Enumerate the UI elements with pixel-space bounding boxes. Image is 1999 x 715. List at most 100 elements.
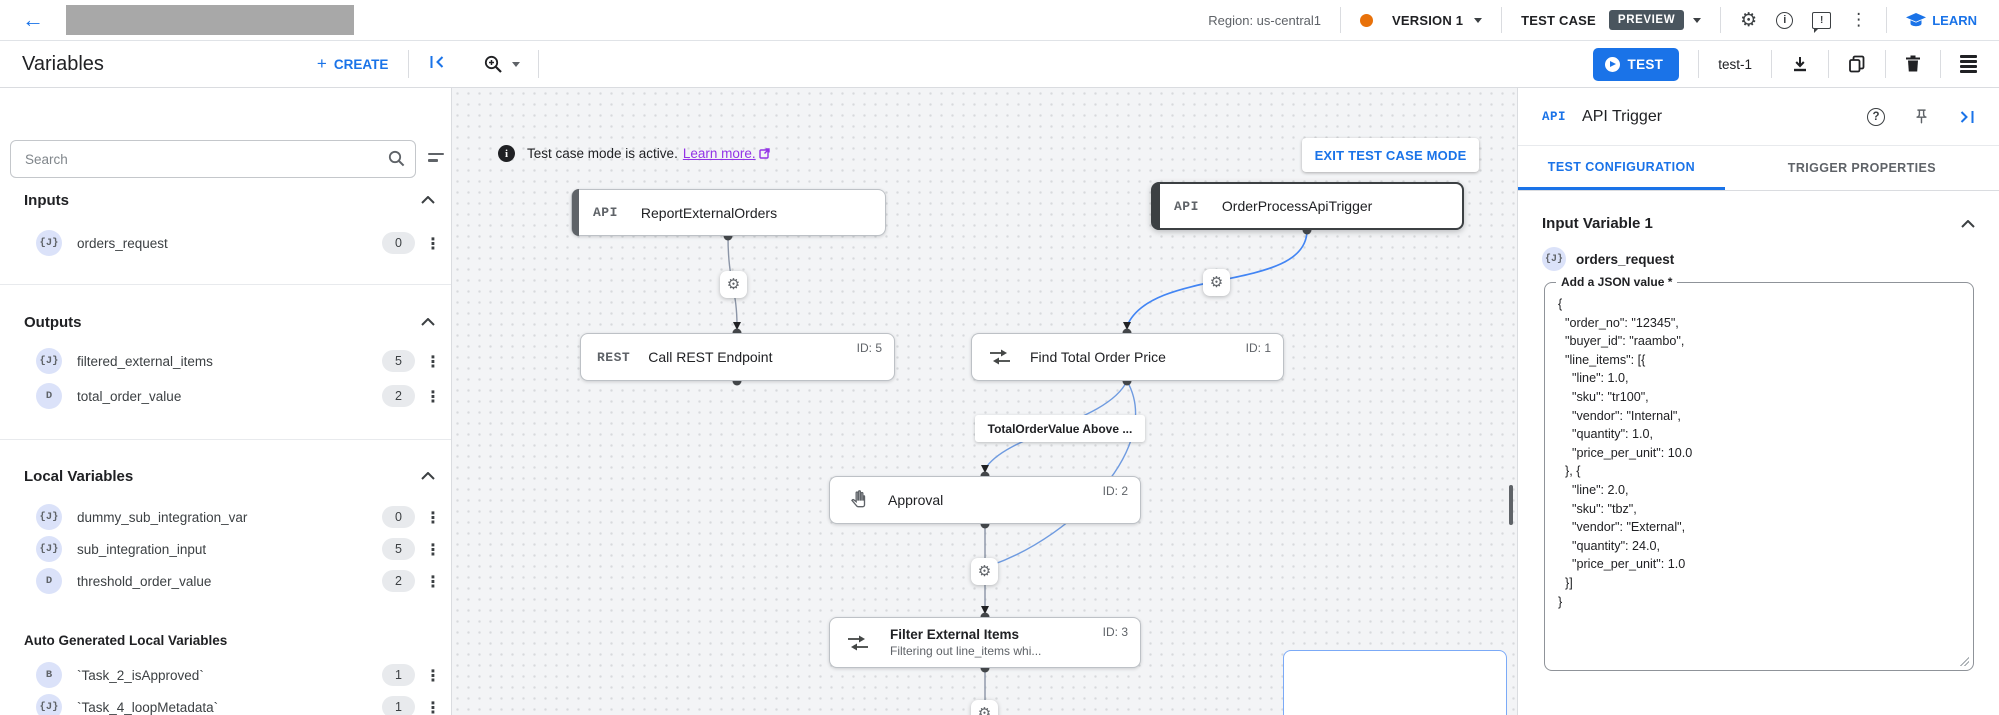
tab-test-configuration[interactable]: TEST CONFIGURATION: [1518, 146, 1725, 190]
chevron-up-icon[interactable]: [421, 472, 435, 480]
test-button-label: TEST: [1627, 56, 1664, 72]
data-mapping-icon: [989, 349, 1011, 365]
section-title: Inputs: [24, 191, 69, 209]
json-type-icon: {J}: [36, 536, 62, 562]
learn-button[interactable]: LEARN: [1906, 12, 1977, 28]
test-button[interactable]: TEST: [1592, 47, 1680, 81]
create-variable-button[interactable]: + CREATE: [317, 54, 388, 74]
pin-icon[interactable]: [1913, 107, 1930, 126]
test-case-caret-icon[interactable]: [1693, 17, 1702, 23]
divider: [538, 50, 540, 78]
canvas-scrollbar-thumb[interactable]: [1509, 485, 1513, 525]
resize-handle[interactable]: [1959, 656, 1969, 666]
section-header-inputs[interactable]: Inputs: [0, 188, 451, 212]
back-arrow-icon[interactable]: ←: [22, 7, 44, 32]
variables-sidebar: Inputs {J} orders_request 0 ⋮ Outputs {J…: [0, 88, 452, 715]
edge-gear-icon[interactable]: ⚙: [720, 271, 747, 298]
edge-gear-icon[interactable]: ⚙: [971, 700, 998, 715]
banner-info-icon: i: [498, 145, 515, 162]
variable-row[interactable]: {J} `Task_4_loopMetadata` 1 ⋮: [0, 690, 451, 715]
panel-title: API Trigger: [1582, 107, 1663, 125]
count-badge: 2: [382, 385, 415, 407]
count-badge: 1: [382, 696, 415, 715]
learn-more-link[interactable]: Learn more.: [682, 146, 756, 161]
version-caret-icon[interactable]: [1474, 17, 1483, 23]
node-call-rest-endpoint[interactable]: REST Call REST Endpoint ID: 5: [580, 333, 895, 381]
exit-test-case-mode-button[interactable]: EXIT TEST CASE MODE: [1302, 138, 1479, 172]
json-type-icon: {J}: [36, 504, 62, 530]
row-menu-icon[interactable]: ⋮: [425, 539, 441, 559]
panel-tabs: TEST CONFIGURATION TRIGGER PROPERTIES: [1518, 146, 1999, 191]
variable-name: orders_request: [77, 235, 168, 251]
settings-gear-icon[interactable]: ⚙: [1740, 8, 1758, 31]
more-options-icon[interactable]: ⋮: [1850, 9, 1868, 30]
variable-row[interactable]: {J} dummy_sub_integration_var 0 ⋮: [0, 500, 451, 534]
zoom-control[interactable]: [484, 55, 521, 74]
row-menu-icon[interactable]: ⋮: [425, 233, 441, 253]
variable-row[interactable]: {J} sub_integration_input 5 ⋮: [0, 532, 451, 566]
variable-name: orders_request: [1576, 251, 1675, 267]
node-subtitle: Filtering out line_items whi...: [890, 644, 1042, 658]
section-header-local-variables[interactable]: Local Variables: [0, 464, 451, 488]
topbar-right: Region: us-central1 VERSION 1 TEST CASE …: [1208, 7, 1977, 33]
node-order-process-api-trigger[interactable]: API OrderProcessApiTrigger: [1151, 182, 1464, 230]
node-approval[interactable]: Approval ID: 2: [829, 476, 1141, 524]
test-case-name[interactable]: test-1: [1718, 56, 1752, 72]
double-type-icon: D: [36, 568, 62, 594]
edge-gear-icon[interactable]: ⚙: [1203, 269, 1230, 296]
edge-gear-icon[interactable]: ⚙: [971, 558, 998, 585]
search-icon: [388, 150, 405, 172]
row-menu-icon[interactable]: ⋮: [425, 697, 441, 715]
learn-cap-icon: [1906, 12, 1927, 26]
json-value-input[interactable]: { "order_no": "12345", "buyer_id": "raam…: [1545, 283, 1973, 670]
variable-row[interactable]: {J} orders_request 0 ⋮: [0, 226, 451, 260]
edge-condition-label[interactable]: TotalOrderValue Above ...: [975, 415, 1145, 442]
api-trigger-config-panel: API API Trigger ? TEST CONFIGURATION TRI…: [1517, 88, 1999, 715]
row-menu-icon[interactable]: ⋮: [425, 507, 441, 527]
node-id-label: ID: 1: [1245, 341, 1271, 355]
variable-row[interactable]: D threshold_order_value 2 ⋮: [0, 564, 451, 598]
variable-row[interactable]: B `Task_2_isApproved` 1 ⋮: [0, 658, 451, 692]
section-header-outputs[interactable]: Outputs: [0, 310, 451, 334]
divider: [0, 439, 451, 440]
chevron-up-icon[interactable]: [421, 318, 435, 326]
help-icon[interactable]: ?: [1867, 107, 1885, 126]
search-input[interactable]: [10, 140, 416, 178]
search-box: [10, 140, 416, 178]
flow-canvas[interactable]: i Test case mode is active.Learn more. E…: [452, 88, 1517, 715]
chevron-up-icon[interactable]: [1961, 219, 1975, 228]
download-icon[interactable]: [1791, 55, 1809, 73]
menu-lines-icon[interactable]: [1960, 55, 1977, 73]
node-filter-external-items[interactable]: Filter External Items Filtering out line…: [829, 617, 1141, 668]
delete-icon[interactable]: [1905, 55, 1921, 73]
double-type-icon: D: [36, 383, 62, 409]
section-title: Outputs: [24, 313, 82, 331]
collapse-panel-icon[interactable]: [429, 54, 446, 75]
node-title: ReportExternalOrders: [640, 204, 778, 221]
collapse-panel-right-icon[interactable]: [1958, 109, 1975, 125]
row-menu-icon[interactable]: ⋮: [425, 665, 441, 685]
tab-trigger-properties[interactable]: TRIGGER PROPERTIES: [1787, 161, 1936, 175]
row-menu-icon[interactable]: ⋮: [425, 351, 441, 371]
info-icon[interactable]: i: [1776, 11, 1794, 29]
variable-row[interactable]: D total_order_value 2 ⋮: [0, 379, 451, 413]
json-type-icon: {J}: [1542, 247, 1566, 271]
variable-row[interactable]: {J} filtered_external_items 5 ⋮: [0, 344, 451, 378]
node-find-total-order-price[interactable]: Find Total Order Price ID: 1: [971, 333, 1284, 381]
count-badge: 0: [382, 506, 415, 528]
row-menu-icon[interactable]: ⋮: [425, 571, 441, 591]
node-id-label: ID: 2: [1102, 484, 1128, 498]
divider: [1828, 50, 1829, 78]
sort-icon[interactable]: [428, 153, 444, 162]
copy-icon[interactable]: [1848, 55, 1866, 73]
zoom-in-icon: [485, 55, 503, 73]
feedback-icon[interactable]: !: [1812, 11, 1832, 33]
divider: [1885, 50, 1886, 78]
variable-name: threshold_order_value: [77, 573, 212, 589]
count-badge: 5: [382, 350, 415, 372]
chevron-up-icon[interactable]: [421, 196, 435, 204]
input-variable-section-header[interactable]: Input Variable 1: [1518, 215, 1999, 232]
empty-selection-box[interactable]: [1283, 650, 1507, 715]
row-menu-icon[interactable]: ⋮: [425, 386, 441, 406]
node-report-external-orders[interactable]: API ReportExternalOrders: [571, 189, 886, 236]
